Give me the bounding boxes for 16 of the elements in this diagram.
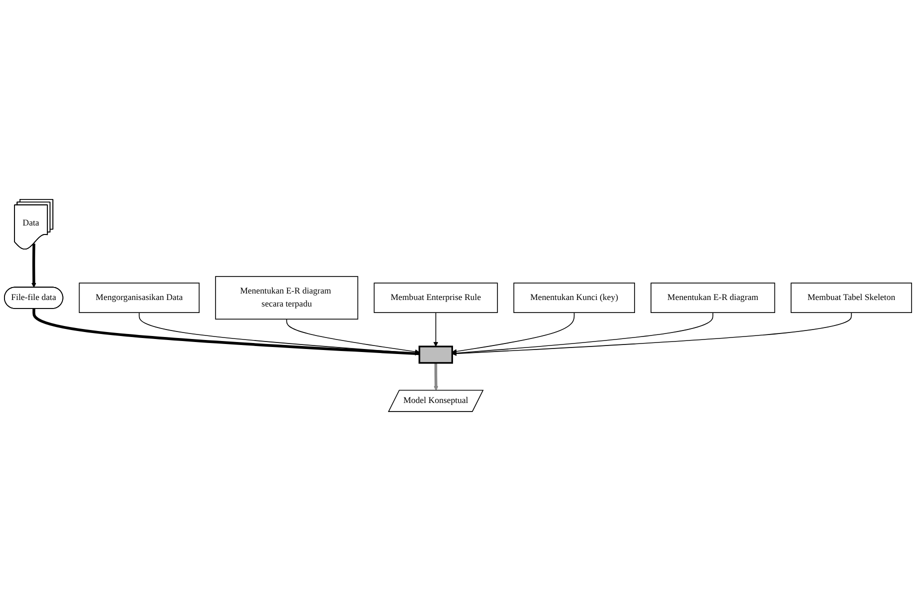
node-box: Membuat Tabel Skeleton [790, 282, 912, 313]
node-box: Menentukan E-R diagram [650, 282, 776, 313]
node-box: Membuat Enterprise Rule [374, 282, 498, 313]
arrow [452, 312, 714, 355]
arrow [433, 312, 438, 346]
arrow [434, 362, 438, 390]
connector [32, 308, 420, 355]
node-box: Mengorganisasikan Data [78, 282, 200, 313]
arrow [138, 312, 420, 356]
node-box: Menentukan Kunci (key) [513, 282, 635, 313]
arrow [452, 312, 852, 356]
arrow [286, 318, 420, 354]
node-bar [418, 345, 454, 364]
arrow [452, 312, 575, 354]
node-box: Menentukan E-R diagram secara terpadu [215, 276, 358, 320]
arrow [31, 243, 36, 288]
